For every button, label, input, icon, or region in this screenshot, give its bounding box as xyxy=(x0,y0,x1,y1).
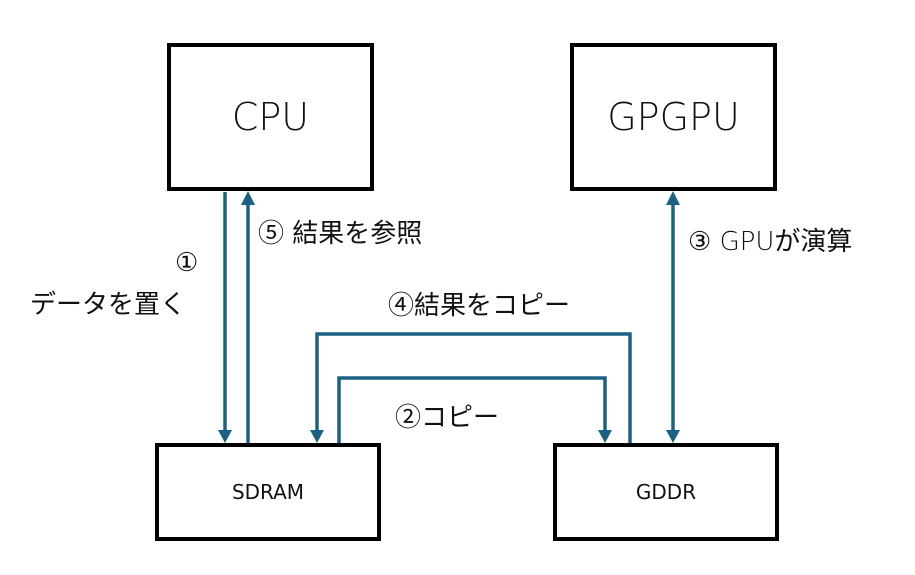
gpgpu-node: GPGPU xyxy=(570,43,777,191)
step5-label: ⑤ 結果を参照 xyxy=(258,219,423,249)
arrowhead-step4 xyxy=(310,430,324,443)
cpu-label: CPU xyxy=(231,95,310,139)
gpgpu-label: GPGPU xyxy=(607,95,740,139)
step2-label: ②コピー xyxy=(395,403,500,433)
arrowhead-step3-down xyxy=(666,430,680,443)
arrow-step4-gddr-to-sdram xyxy=(315,332,632,443)
step3-label: ③ GPUが演算 xyxy=(688,227,853,257)
sdram-label: SDRAM xyxy=(231,480,305,504)
arrow-step2-sdram-to-gddr xyxy=(337,376,607,443)
arrowhead-step3-up xyxy=(666,191,680,205)
sdram-node: SDRAM xyxy=(155,443,381,541)
arrowhead-step1 xyxy=(218,430,232,443)
step1-number-label: ① xyxy=(175,248,199,278)
gddr-node: GDDR xyxy=(553,443,779,541)
gddr-label: GDDR xyxy=(635,480,697,504)
step1-text-label: データを置く xyxy=(30,290,187,320)
arrowhead-step5 xyxy=(241,191,255,205)
cpu-node: CPU xyxy=(167,43,374,191)
step4-label: ④結果をコピー xyxy=(388,291,571,321)
arrowhead-step2 xyxy=(598,430,612,443)
